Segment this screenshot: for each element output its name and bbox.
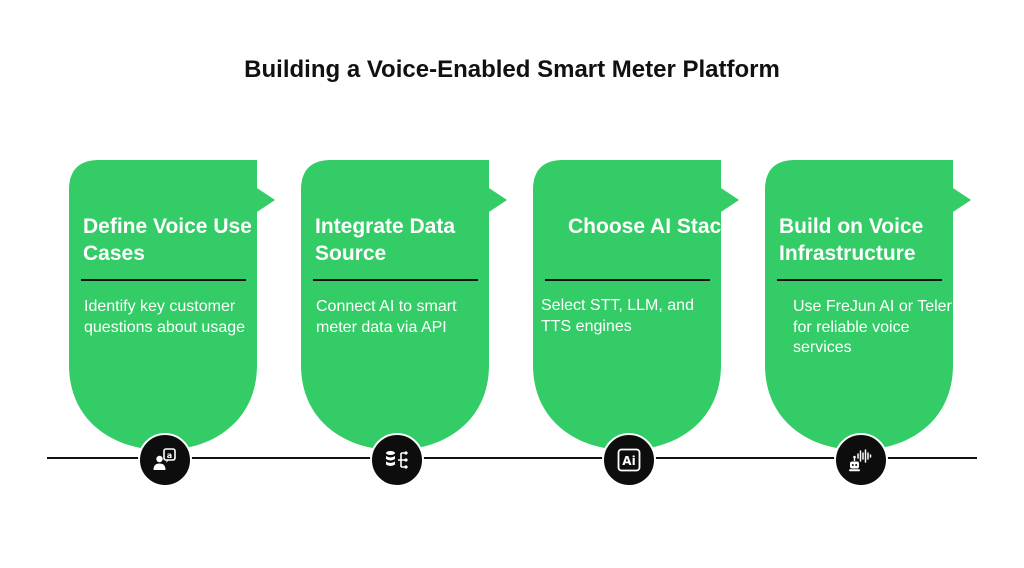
step-description: Select STT, LLM, and TTS engines	[541, 297, 694, 335]
step-card-shape	[765, 160, 971, 450]
step-card-4: Build on Voice Infrastructure Use FreJun…	[765, 160, 975, 487]
timeline-line	[47, 457, 977, 459]
svg-text:a: a	[167, 451, 172, 460]
step-heading: Build on Voice Infrastructure	[779, 215, 924, 265]
diagram-title: Building a Voice-Enabled Smart Meter Pla…	[244, 56, 780, 83]
step-description: Identify key customer questions about us…	[84, 298, 246, 336]
step-divider	[81, 279, 246, 281]
step-heading: Integrate Data Source	[315, 215, 456, 265]
step-card-1: Define Voice Use Cases Identify key cust…	[69, 160, 279, 487]
step-heading: Define Voice Use Cases	[83, 215, 252, 265]
step-card-3: Choose AI Stack Select STT, LLM, and TTS…	[533, 160, 743, 487]
step-description: Use FreJun AI or Teler for reliable voic…	[793, 298, 952, 356]
step-card-2: Integrate Data Source Connect AI to smar…	[301, 160, 511, 487]
voice-robot-icon	[834, 433, 888, 487]
ai-chip-icon: Ai	[602, 433, 656, 487]
step-divider	[545, 279, 710, 281]
chat-user-icon: a	[138, 433, 192, 487]
step-heading: Choose AI Stack	[568, 215, 733, 238]
step-card-shape	[301, 160, 507, 450]
data-integration-icon	[370, 433, 424, 487]
step-description: Connect AI to smart meter data via API	[316, 298, 457, 336]
step-card-shape	[533, 160, 739, 450]
step-card-shape	[69, 160, 275, 450]
step-divider	[313, 279, 478, 281]
ai-chip-label: Ai	[622, 454, 635, 468]
step-divider	[777, 279, 942, 281]
